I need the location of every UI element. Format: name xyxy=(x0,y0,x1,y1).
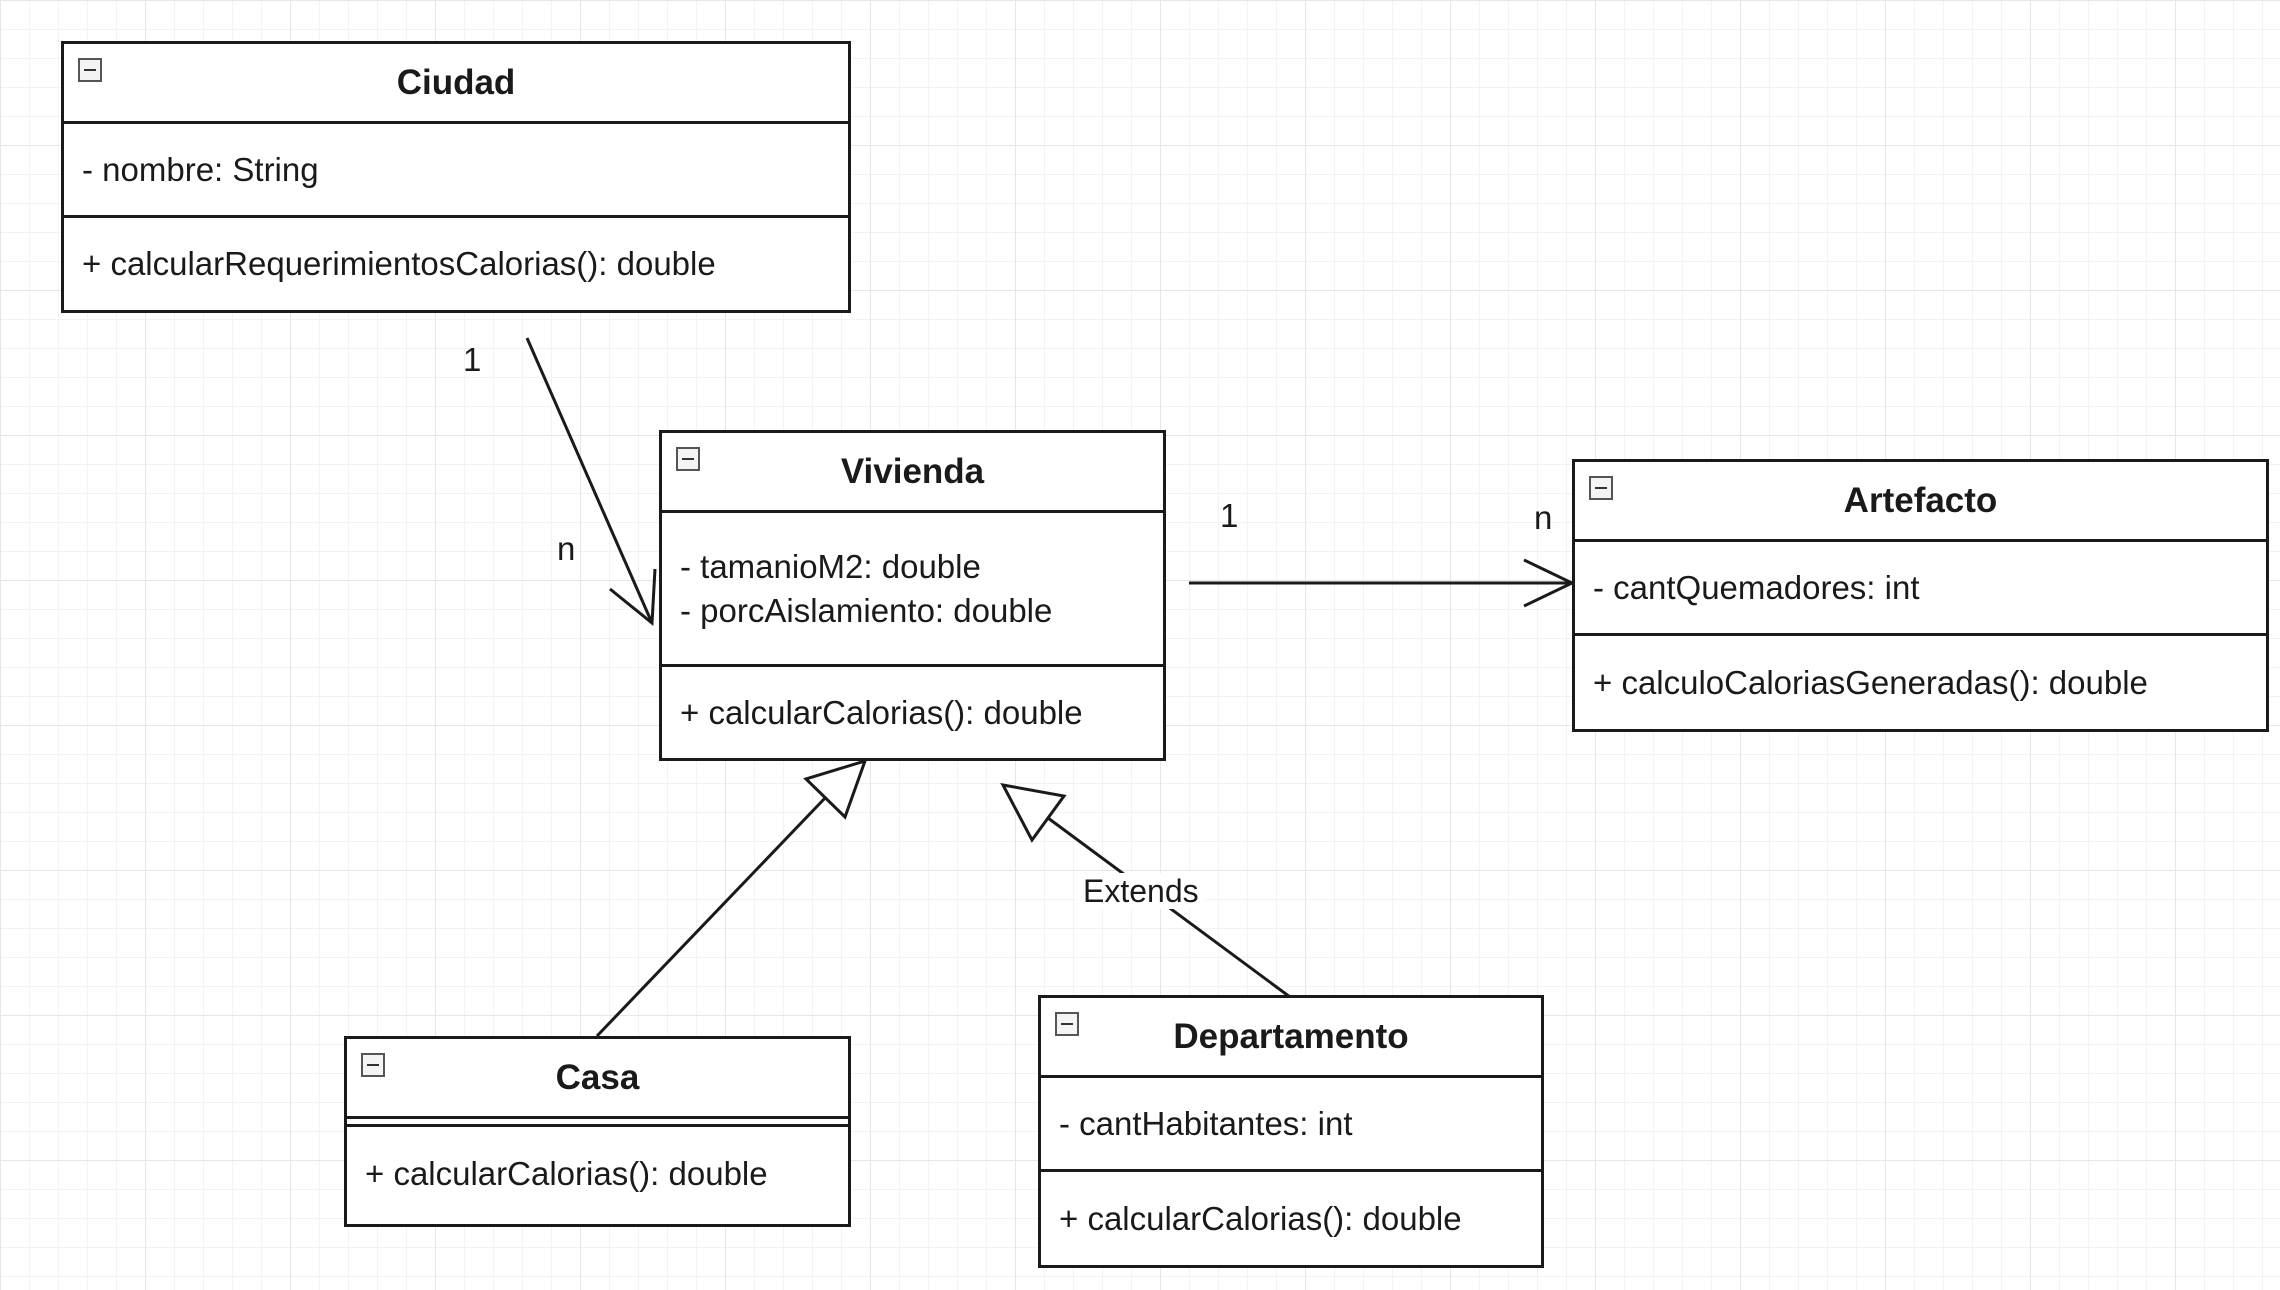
attribute-artefacto: - cantQuemadores: int xyxy=(1593,568,1920,606)
methods-casa: + calcularCalorias(): double xyxy=(347,1127,848,1221)
method-departamento: + calcularCalorias(): double xyxy=(1059,1199,1462,1237)
attributes-departamento: - cantHabitantes: int xyxy=(1041,1078,1541,1172)
class-artefacto[interactable]: Artefacto - cantQuemadores: int + calcul… xyxy=(1572,459,2269,732)
class-casa[interactable]: Casa + calcularCalorias(): double xyxy=(344,1036,851,1227)
extends-label: Extends xyxy=(1077,873,1205,909)
collapse-icon[interactable] xyxy=(676,447,700,471)
method-vivienda: + calcularCalorias(): double xyxy=(680,693,1083,731)
class-vivienda[interactable]: Vivienda - tamanioM2: double - porcAisla… xyxy=(659,430,1166,761)
method-casa: + calcularCalorias(): double xyxy=(365,1155,768,1192)
class-name-departamento: Departamento xyxy=(1173,1016,1409,1056)
attributes-ciudad: - nombre: String xyxy=(64,124,848,218)
attribute-vivienda: - porcAislamiento: double xyxy=(680,591,1053,629)
multiplicity-vivienda-artefacto-source: 1 xyxy=(1220,497,1239,534)
attributes-artefacto: - cantQuemadores: int xyxy=(1575,542,2266,636)
collapse-icon[interactable] xyxy=(361,1053,385,1077)
method-artefacto: + calculoCaloriasGeneradas(): double xyxy=(1593,663,2148,701)
class-header-departamento: Departamento xyxy=(1041,998,1541,1078)
class-header-artefacto: Artefacto xyxy=(1575,462,2266,542)
generalization-triangle-departamento xyxy=(1000,782,1067,843)
class-name-artefacto: Artefacto xyxy=(1843,480,1998,520)
attribute-vivienda: - tamanioM2: double xyxy=(680,547,981,585)
methods-departamento: + calcularCalorias(): double xyxy=(1041,1172,1541,1265)
generalization-line-casa-vivienda[interactable] xyxy=(595,795,828,1038)
class-name-vivienda: Vivienda xyxy=(840,451,985,491)
class-name-ciudad: Ciudad xyxy=(396,62,516,102)
association-line-ciudad-vivienda[interactable] xyxy=(525,337,654,624)
class-departamento[interactable]: Departamento - cantHabitantes: int + cal… xyxy=(1038,995,1544,1268)
attributes-casa xyxy=(347,1119,848,1127)
attribute-departamento: - cantHabitantes: int xyxy=(1059,1104,1353,1142)
methods-artefacto: + calculoCaloriasGeneradas(): double xyxy=(1575,636,2266,729)
attribute-ciudad: - nombre: String xyxy=(82,150,319,188)
methods-vivienda: + calcularCalorias(): double xyxy=(662,667,1163,758)
collapse-icon[interactable] xyxy=(1055,1012,1079,1036)
class-ciudad[interactable]: Ciudad - nombre: String + calcularRequer… xyxy=(61,41,851,313)
class-header-ciudad: Ciudad xyxy=(64,44,848,124)
collapse-icon[interactable] xyxy=(78,58,102,82)
method-ciudad: + calcularRequerimientosCalorias(): doub… xyxy=(82,245,716,282)
generalization-triangle-casa xyxy=(803,758,868,820)
attributes-vivienda: - tamanioM2: double - porcAislamiento: d… xyxy=(662,513,1163,667)
class-header-casa: Casa xyxy=(347,1039,848,1119)
association-arrowhead-vivienda xyxy=(609,568,657,627)
collapse-icon[interactable] xyxy=(1589,476,1613,500)
class-header-vivienda: Vivienda xyxy=(662,433,1163,513)
multiplicity-ciudad-side: 1 xyxy=(463,341,482,378)
class-name-casa: Casa xyxy=(555,1057,640,1097)
multiplicity-vivienda-artefacto-target: n xyxy=(1534,499,1553,536)
methods-ciudad: + calcularRequerimientosCalorias(): doub… xyxy=(64,218,848,310)
multiplicity-vivienda-side: n xyxy=(557,530,576,567)
